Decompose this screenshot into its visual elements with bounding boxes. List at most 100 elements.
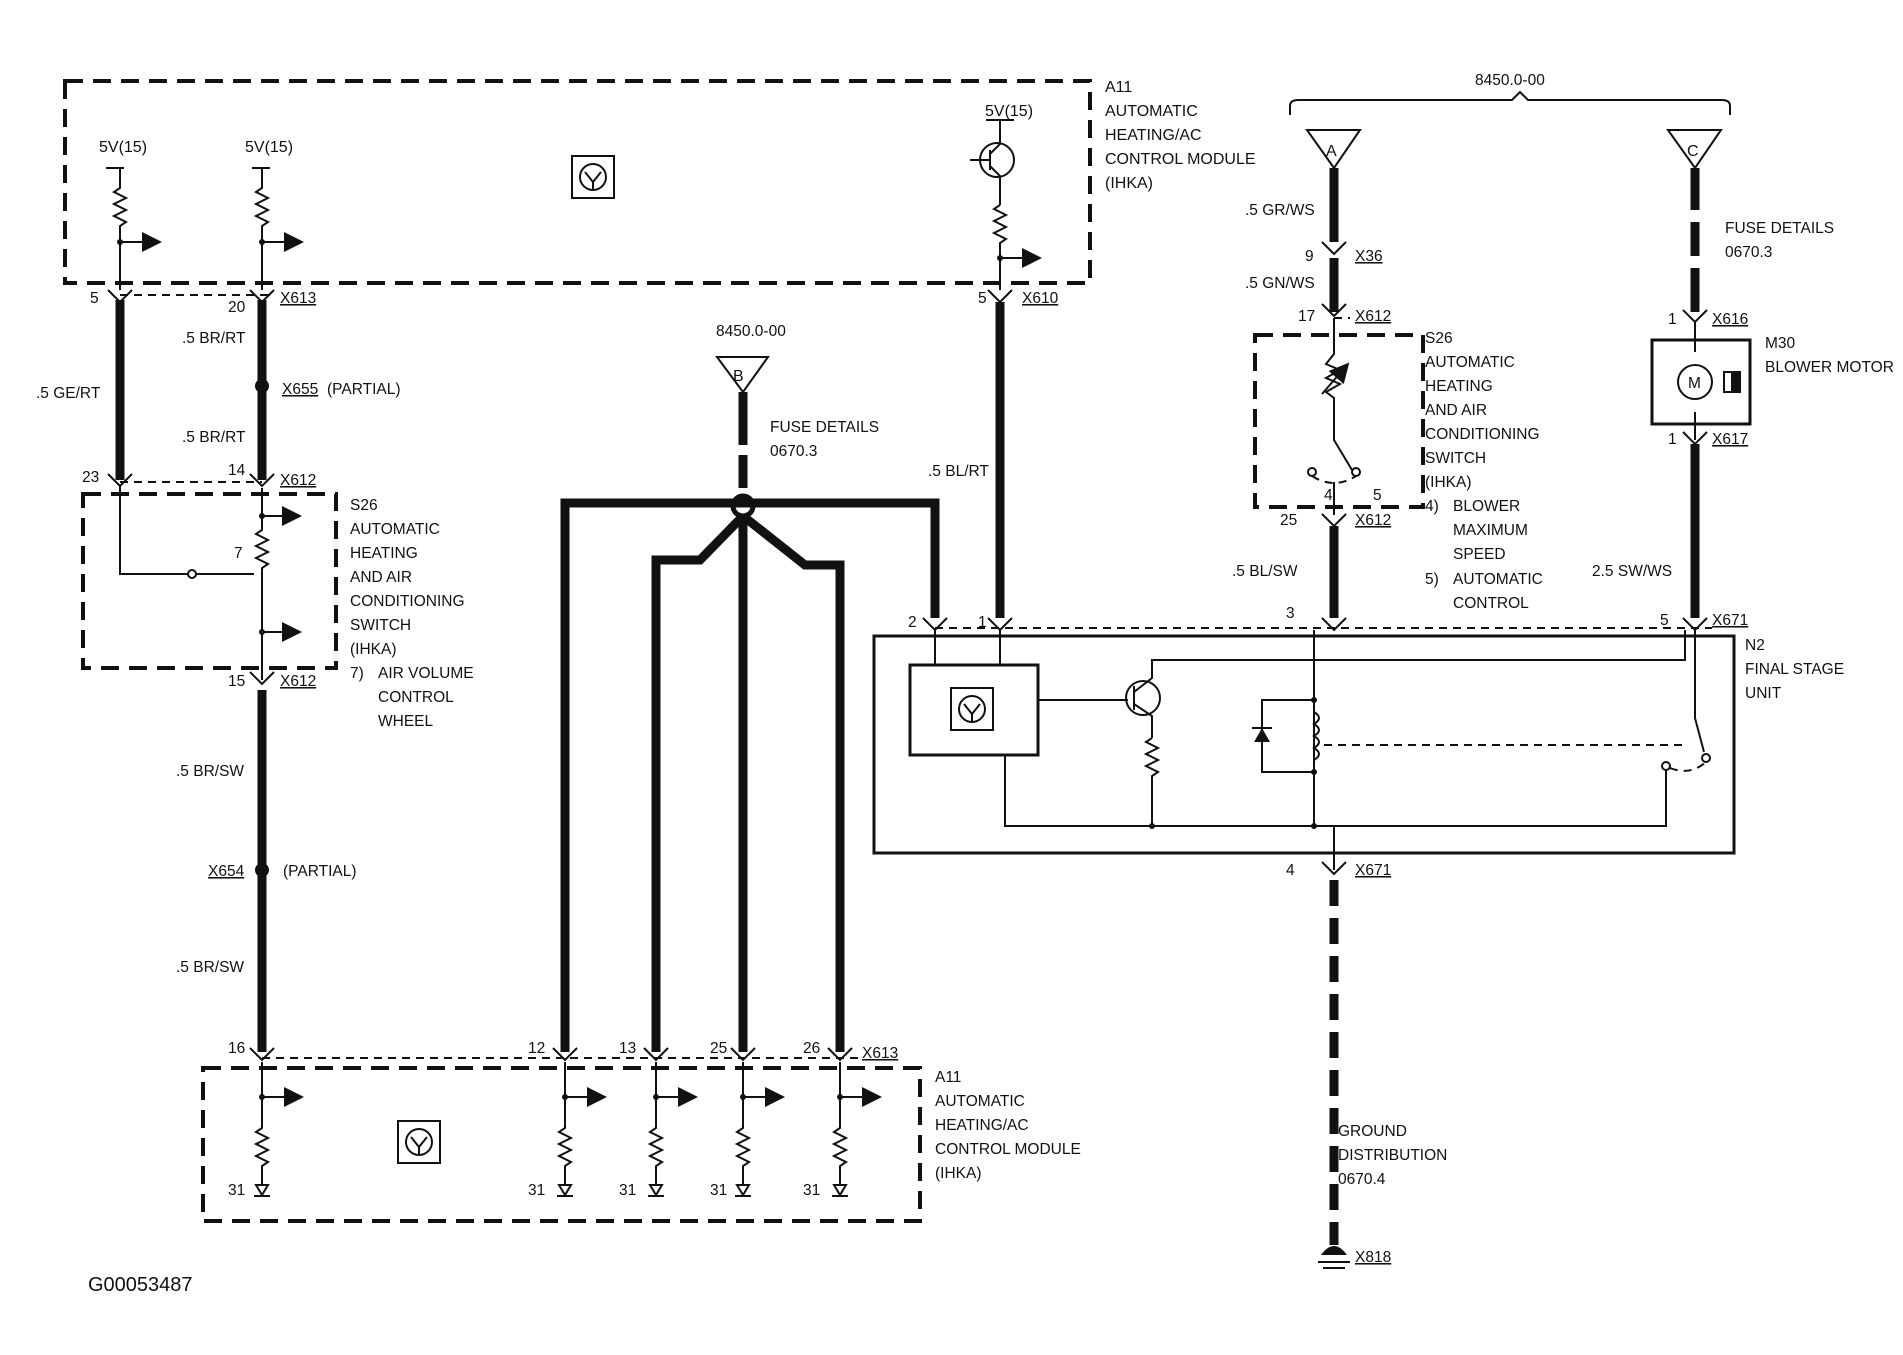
transistor-icon — [1125, 680, 1161, 716]
pin-14: 14 — [228, 462, 246, 479]
left-switch-name: S26 — [350, 497, 378, 514]
left-switch-line-4: CONDITIONING — [350, 593, 465, 610]
left-switch-line-5: SWITCH — [350, 617, 411, 634]
pin-17: 17 — [1298, 308, 1315, 325]
right-switch-note4-num: 4) — [1425, 498, 1439, 515]
x655-partial: (PARTIAL) — [327, 381, 401, 398]
x612-left-top-label: X612 — [280, 472, 316, 489]
left-switch-note-num: 7) — [350, 665, 364, 682]
top-module-name: A11 — [1105, 79, 1132, 96]
x612-left-bot-label: X612 — [280, 673, 316, 690]
pin-16: 16 — [228, 1040, 245, 1057]
connector-c-letter: C — [1687, 143, 1699, 160]
blower-motor-m30: M M30 BLOWER MOTOR 1 X617 2.5 SW/WS — [1592, 322, 1894, 618]
connector-b-letter: B — [733, 368, 744, 385]
x671-top-label: X671 — [1712, 612, 1748, 629]
pin-9: 9 — [1305, 248, 1314, 265]
pin-25-bottom: 25 — [710, 1040, 727, 1057]
module-symbol-icon — [397, 1120, 441, 1164]
right-switch-s26: 4 5 S26 AUTOMATIC HEATING AND AIR CONDIT… — [1253, 317, 1543, 612]
top-module-line-1: AUTOMATIC — [1105, 103, 1198, 120]
blower-label: BLOWER MOTOR — [1765, 359, 1894, 376]
top-transistor-branch — [970, 119, 1042, 290]
left-switch-note-1: AIR VOLUME — [378, 665, 474, 682]
right-switch-line-6: (IHKA) — [1425, 474, 1472, 491]
top-ref-bracket: 8450.0-00 — [1289, 72, 1731, 115]
wire-bl-rt: .5 BL/RT — [928, 463, 989, 480]
pin-5-x671: 5 — [1660, 612, 1669, 629]
right-switch-note5-2: CONTROL — [1453, 595, 1529, 612]
pin-31-b: 31 — [528, 1182, 545, 1199]
left-wires: 5 20 X613 .5 BR/RT X655 (PARTIAL) .5 GE/… — [36, 289, 401, 489]
x613-bottom-label: X613 — [862, 1045, 898, 1062]
x612-to-n2-wire: 25 X612 .5 BL/SW — [1232, 512, 1391, 618]
pin-4-switch: 4 — [1324, 487, 1333, 504]
bottom-branch-13 — [647, 1062, 698, 1197]
pin-31-e: 31 — [803, 1182, 820, 1199]
voltage-label-2: 5V(15) — [245, 139, 293, 156]
pin-31-d: 31 — [710, 1182, 727, 1199]
bottom-branch-25 — [734, 1062, 785, 1197]
voltage-label-1: 5V(15) — [99, 139, 147, 156]
wire-sw-ws: 2.5 SW/WS — [1592, 563, 1672, 580]
bottom-module-line-2: HEATING/AC — [935, 1117, 1029, 1134]
wire-ge-rt: .5 GE/RT — [36, 385, 101, 402]
pin-7: 7 — [234, 545, 243, 562]
pin-26: 26 — [803, 1040, 820, 1057]
x617-label: X617 — [1712, 431, 1748, 448]
x654-label: X654 — [208, 863, 245, 880]
x613-top-label: X613 — [280, 290, 316, 307]
pin-1: 1 — [978, 614, 987, 631]
x655-splice — [255, 379, 269, 393]
left-lower-wire: 15 X612 .5 BR/SW X654 (PARTIAL) .5 BR/SW — [176, 671, 357, 1052]
pin-31-c: 31 — [619, 1182, 636, 1199]
wire-bl-sw: .5 BL/SW — [1232, 563, 1298, 580]
pin-23: 23 — [82, 469, 99, 486]
x654-splice — [255, 863, 269, 877]
right-switch-name: S26 — [1425, 330, 1453, 347]
x671-bottom-label: X671 — [1355, 862, 1391, 879]
left-switch-line-3: AND AIR — [350, 569, 412, 586]
module-symbol-icon — [950, 687, 994, 731]
x612-right-2-label: X612 — [1355, 512, 1391, 529]
x655-label: X655 — [282, 381, 318, 398]
x654-partial: (PARTIAL) — [283, 863, 357, 880]
pin-2: 2 — [908, 614, 917, 631]
pin-1-x616: 1 — [1668, 311, 1677, 328]
pin-20: 20 — [228, 299, 246, 316]
right-switch-note4-3: SPEED — [1453, 546, 1506, 563]
bottom-control-module: 16 12 13 25 26 X613 31 31 31 31 31 A11 A… — [201, 1040, 1081, 1223]
ground-line-1: GROUND — [1338, 1123, 1407, 1140]
bottom-branch-16 — [253, 1062, 304, 1197]
right-switch-note4-2: MAXIMUM — [1453, 522, 1528, 539]
fuse-c-line-1: FUSE DETAILS — [1725, 220, 1834, 237]
connector-a-chain: A .5 GR/WS 9 X36 .5 GN/WS 17 X612 — [1245, 129, 1391, 325]
right-switch-line-3: AND AIR — [1425, 402, 1487, 419]
fuse-c-line-2: 0670.3 — [1725, 244, 1772, 261]
left-switch-line-6: (IHKA) — [350, 641, 397, 658]
ref-b-label: 8450.0-00 — [716, 323, 786, 340]
right-switch-line-2: HEATING — [1425, 378, 1493, 395]
top-module-line-3: CONTROL MODULE — [1105, 151, 1256, 168]
bottom-module-line-1: AUTOMATIC — [935, 1093, 1025, 1110]
wire-gn-ws: .5 GN/WS — [1245, 275, 1315, 292]
top-control-module: 5V(15) 5V(15) 5V(15) A11 AUTOMATIC HEATI… — [63, 79, 1256, 290]
x612-right-1-label: X612 — [1355, 308, 1391, 325]
left-switch-line-1: AUTOMATIC — [350, 521, 440, 538]
figure-id: G00053487 — [88, 1274, 193, 1296]
wire-br-rt-1: .5 BR/RT — [182, 330, 246, 347]
right-switch-line-5: SWITCH — [1425, 450, 1486, 467]
bottom-module-name: A11 — [935, 1069, 961, 1086]
x616-label: X616 — [1712, 311, 1748, 328]
bottom-branch-12 — [556, 1062, 607, 1197]
left-switch-s26: 7 S26 AUTOMATIC HEATING AND AIR CONDITIO… — [81, 486, 474, 730]
right-switch-note5-1: AUTOMATIC — [1453, 571, 1543, 588]
left-switch-note-2: CONTROL — [378, 689, 454, 706]
right-switch-line-4: CONDITIONING — [1425, 426, 1540, 443]
wire-gr-ws: .5 GR/WS — [1245, 202, 1315, 219]
pin-12: 12 — [528, 1040, 545, 1057]
n2-line-1: FINAL STAGE — [1745, 661, 1844, 678]
left-switch-line-2: HEATING — [350, 545, 418, 562]
top-module-line-4: (IHKA) — [1105, 175, 1153, 192]
